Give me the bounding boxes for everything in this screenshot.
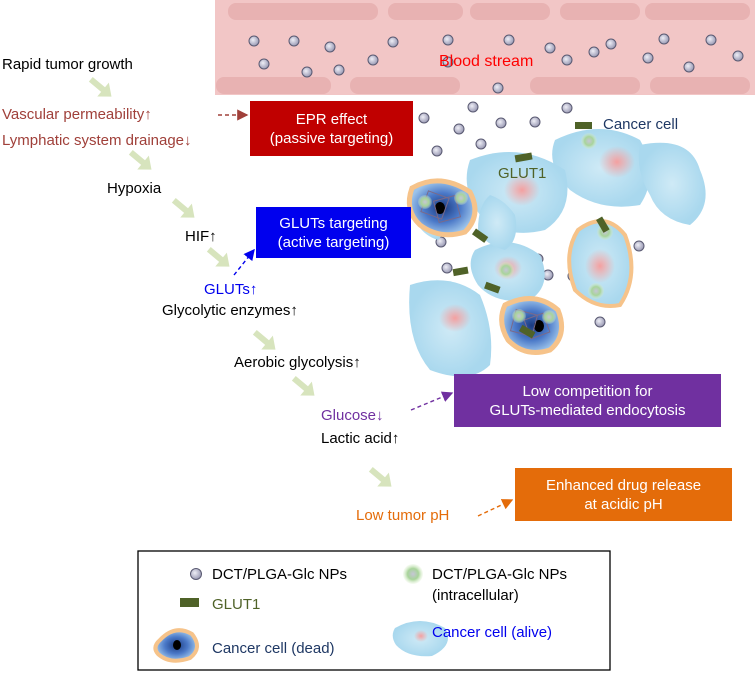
glut1-transporters: [452, 122, 610, 339]
epr-effect-line2: (passive targeting): [269, 129, 394, 147]
gluts-targeting-box: GLUTs targeting (active targeting): [256, 207, 411, 258]
legend-nps-intracellular-2: (intracellular): [432, 587, 519, 604]
cancer-cells-alive: [409, 129, 706, 377]
blood-stream-label: Blood stream: [439, 53, 534, 70]
drug-release-line1: Enhanced drug release: [545, 476, 702, 494]
flow-lymphatic-drainage: Lymphatic system drainage↓: [2, 132, 192, 149]
low-competition-line1: Low competition for: [522, 382, 653, 400]
glut1-label: GLUT1: [498, 165, 547, 182]
low-competition-line2: GLUTs-mediated endocytosis: [489, 401, 686, 419]
flow-glucose: Glucose↓: [321, 407, 384, 424]
gluts-targeting-line1: GLUTs targeting: [279, 214, 388, 232]
legend-nps: DCT/PLGA-Glc NPs: [212, 566, 348, 583]
low-competition-box: Low competition for GLUTs-mediated endoc…: [454, 374, 721, 427]
cancer-cell-label: Cancer cell: [603, 116, 679, 133]
flow-aerobic-glycolysis: Aerobic glycolysis↑: [234, 354, 361, 371]
legend-nps-intracellular-1: DCT/PLGA-Glc NPs: [432, 566, 568, 583]
drug-release-box: Enhanced drug release at acidic pH: [515, 468, 732, 521]
flow-gluts: GLUTs↑: [204, 281, 258, 298]
legend-symbols: [153, 564, 449, 663]
legend-alive-cell: Cancer cell (alive): [432, 624, 553, 641]
drug-release-line2: at acidic pH: [584, 495, 663, 513]
flow-rapid-growth: Rapid tumor growth: [2, 56, 133, 73]
flow-vascular-permeability: Vascular permeability↑: [2, 106, 152, 123]
gluts-targeting-line2: (active targeting): [277, 233, 390, 251]
flow-hypoxia: Hypoxia: [107, 180, 162, 197]
blood-vessel: [215, 0, 755, 95]
flow-arrows: [88, 76, 392, 487]
connector-arrows: [218, 109, 514, 517]
legend-dead-cell: Cancer cell (dead): [212, 640, 335, 657]
epr-effect-line1: EPR effect: [295, 110, 368, 128]
epr-effect-box: EPR effect (passive targeting): [250, 101, 413, 156]
flow-lactic-acid: Lactic acid↑: [321, 430, 400, 447]
flow-low-ph: Low tumor pH: [356, 507, 450, 524]
legend-frame: [137, 550, 611, 671]
flow-glycolytic-enzymes: Glycolytic enzymes↑: [162, 302, 298, 319]
legend-glut1: GLUT1: [212, 596, 261, 613]
flow-hif: HIF↑: [185, 228, 217, 245]
